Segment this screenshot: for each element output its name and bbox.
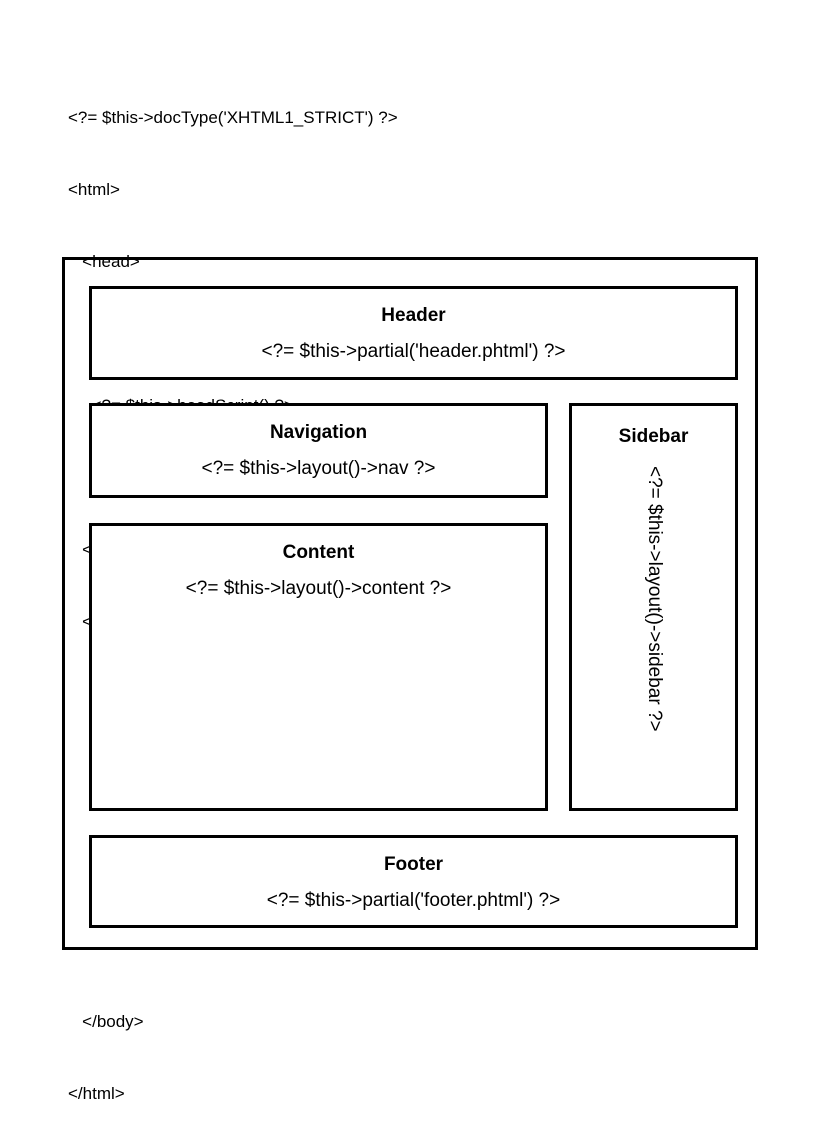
- region-footer-title: Footer: [383, 854, 444, 875]
- region-content: Content <?= $this->layout()->content ?>: [89, 523, 548, 811]
- body-container-box: Header <?= $this->partial('header.phtml'…: [62, 257, 758, 950]
- region-sidebar-code: <?= $this->layout()->sidebar ?>: [643, 466, 665, 732]
- code-line: <head>: [68, 252, 140, 271]
- region-content-title: Content: [282, 542, 355, 563]
- region-sidebar-title: Sidebar: [618, 426, 689, 447]
- region-navigation: Navigation <?= $this->layout()->nav ?>: [89, 403, 548, 498]
- code-line: <html>: [68, 180, 120, 199]
- code-line: </html>: [68, 1084, 125, 1103]
- region-footer-code: <?= $this->partial('footer.phtml') ?>: [266, 890, 561, 911]
- code-line: </body>: [68, 1012, 144, 1031]
- region-content-code: <?= $this->layout()->content ?>: [185, 578, 452, 599]
- region-header-title: Header: [381, 305, 446, 326]
- code-line: <?= $this->docType('XHTML1_STRICT') ?>: [68, 108, 398, 127]
- region-navigation-code: <?= $this->layout()->nav ?>: [201, 458, 436, 479]
- region-sidebar: Sidebar <?= $this->layout()->sidebar ?>: [569, 403, 738, 811]
- region-footer: Footer <?= $this->partial('footer.phtml'…: [89, 835, 738, 928]
- region-navigation-title: Navigation: [269, 422, 368, 443]
- code-block-bottom: </body> </html>: [68, 962, 144, 1130]
- region-header: Header <?= $this->partial('header.phtml'…: [89, 286, 738, 380]
- region-header-code: <?= $this->partial('header.phtml') ?>: [261, 341, 566, 362]
- region-sidebar-code-wrap: <?= $this->layout()->sidebar ?>: [572, 466, 735, 806]
